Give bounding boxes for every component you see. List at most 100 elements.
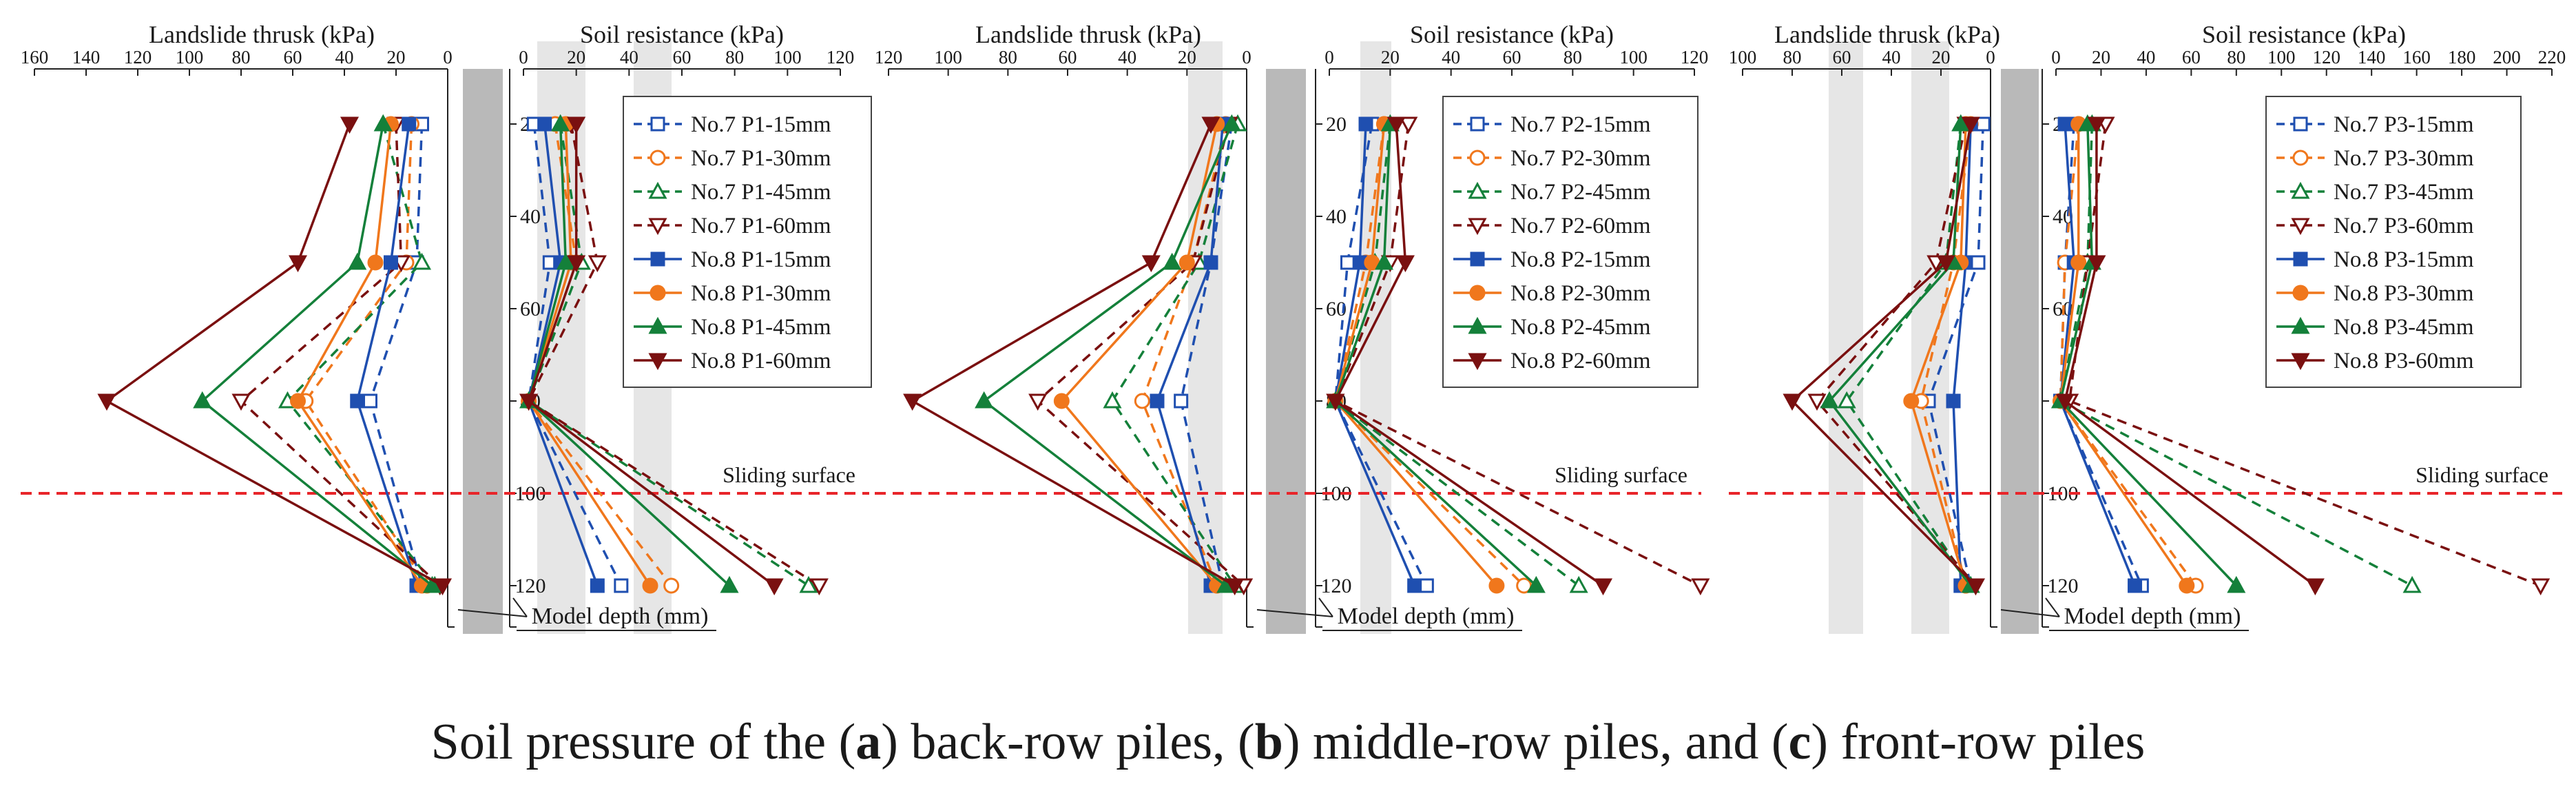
thrust-series-line — [1815, 123, 1977, 587]
resist-series-line — [527, 124, 776, 587]
data-point — [288, 255, 308, 273]
data-point — [556, 252, 575, 270]
data-point — [903, 393, 922, 411]
data-point — [1103, 391, 1122, 409]
thrust-series-line — [239, 123, 441, 587]
data-point — [231, 393, 251, 411]
thrust-tick-label: 0 — [443, 47, 453, 68]
data-point — [2291, 218, 2310, 236]
data-point — [1971, 255, 1986, 270]
thrust-series-line — [981, 123, 1233, 587]
data-point — [2293, 116, 2308, 132]
resist-series-line — [1333, 123, 1537, 587]
legend-entry: No.8 P2-15mm — [1510, 247, 1651, 272]
data-point — [1526, 575, 1546, 593]
data-point — [2227, 575, 2246, 593]
resist-tick-label: 20 — [2092, 47, 2110, 68]
data-point — [2055, 393, 2075, 411]
thrust-series-line — [910, 123, 1236, 587]
depth-axis-label: Model depth (mm) — [2064, 604, 2241, 629]
data-point — [648, 316, 667, 334]
data-point — [1374, 252, 1394, 270]
sliding-surface-label: Sliding surface — [1555, 462, 1687, 487]
depth-tick-label: 120 — [1321, 575, 1352, 597]
data-point — [1951, 114, 1971, 132]
data-point — [1593, 578, 1613, 596]
legend-box — [2265, 96, 2522, 388]
legend-entry: No.8 P1-45mm — [691, 315, 831, 340]
data-point — [1468, 218, 1487, 236]
thrust-tick-label: 100 — [1729, 47, 1757, 68]
resist-series-line — [1334, 123, 1416, 586]
data-point — [1399, 116, 1418, 134]
resist-series-line — [2059, 123, 2197, 587]
resist-tick-label: 0 — [1325, 47, 1334, 68]
resist-tick-label: 20 — [1381, 47, 1400, 68]
data-point — [650, 150, 666, 166]
resist-tick-label: 60 — [673, 47, 692, 68]
resist-series-line — [527, 123, 820, 587]
data-point — [1837, 391, 1856, 409]
depth-tick-label: 20 — [1326, 113, 1347, 136]
resist-tick-label: 80 — [2227, 47, 2245, 68]
depth-tick-label: 40 — [1326, 205, 1347, 228]
thrust-series-line — [1036, 123, 1245, 587]
data-point — [1419, 578, 1434, 593]
thrust-tick-label: 40 — [1882, 47, 1901, 68]
series-no-8-p3-45mm — [1820, 114, 2246, 593]
thrust-tick-label: 0 — [1242, 47, 1251, 68]
data-point — [1903, 393, 1920, 409]
depth-label-arrow — [2000, 609, 2060, 617]
resist-tick-label: 100 — [1619, 47, 1648, 68]
data-point — [809, 578, 829, 596]
data-point — [373, 114, 393, 132]
resist-series-line — [2059, 123, 2238, 587]
right-axis-title: Soil resistance (kPa) — [2202, 21, 2406, 48]
data-point — [648, 218, 667, 236]
resist-series-line — [527, 123, 809, 587]
data-point — [588, 255, 607, 273]
resist-tick-label: 120 — [2312, 47, 2340, 68]
thrust-tick-label: 160 — [21, 47, 49, 68]
data-point — [402, 116, 417, 132]
depth-label-arrow — [1256, 609, 1333, 617]
legend-entry: No.7 P3-60mm — [2334, 214, 2474, 238]
data-point — [1961, 116, 1980, 134]
data-point — [1141, 255, 1161, 273]
data-point — [590, 578, 605, 593]
data-point — [384, 255, 398, 270]
pile-column — [2001, 69, 2039, 634]
resist-tick-label: 220 — [2538, 47, 2566, 68]
data-point — [1975, 116, 1991, 132]
legend-box — [1442, 96, 1699, 388]
thrust-tick-label: 0 — [1986, 47, 1995, 68]
sliding-surface-label: Sliding surface — [723, 462, 855, 487]
data-point — [2179, 577, 2195, 594]
resist-tick-label: 80 — [1564, 47, 1582, 68]
data-point — [1946, 393, 1961, 409]
series-no-8-p1-60mm — [97, 116, 784, 596]
resist-tick-label: 20 — [567, 47, 585, 68]
left-axis-title: Landslide thrusk (kPa) — [149, 21, 375, 48]
data-point — [2291, 181, 2310, 199]
thrust-tick-label: 80 — [232, 47, 251, 68]
legend-entry: No.8 P3-45mm — [2334, 315, 2474, 340]
resist-tick-label: 140 — [2358, 47, 2386, 68]
resist-tick-label: 80 — [725, 47, 744, 68]
thrust-tick-label: 60 — [1059, 47, 1077, 68]
data-point — [348, 252, 367, 270]
chart-panel-b: Landslide thrusk (kPa)Soil resistance (k… — [875, 21, 1710, 634]
legend-entry: No.7 P1-15mm — [691, 112, 831, 137]
data-point — [1163, 252, 1182, 270]
depth-tick-label: 120 — [2048, 575, 2079, 597]
legend-entry: No.8 P1-30mm — [691, 281, 831, 306]
resist-tick-label: 40 — [2137, 47, 2155, 68]
data-point — [567, 116, 586, 134]
data-point — [648, 353, 667, 371]
data-point — [567, 255, 586, 273]
thrust-tick-label: 140 — [72, 47, 101, 68]
legend-entry: No.7 P2-60mm — [1510, 214, 1651, 238]
resist-series-line — [527, 123, 599, 586]
data-point — [551, 114, 570, 132]
thrust-series-line — [286, 123, 436, 587]
